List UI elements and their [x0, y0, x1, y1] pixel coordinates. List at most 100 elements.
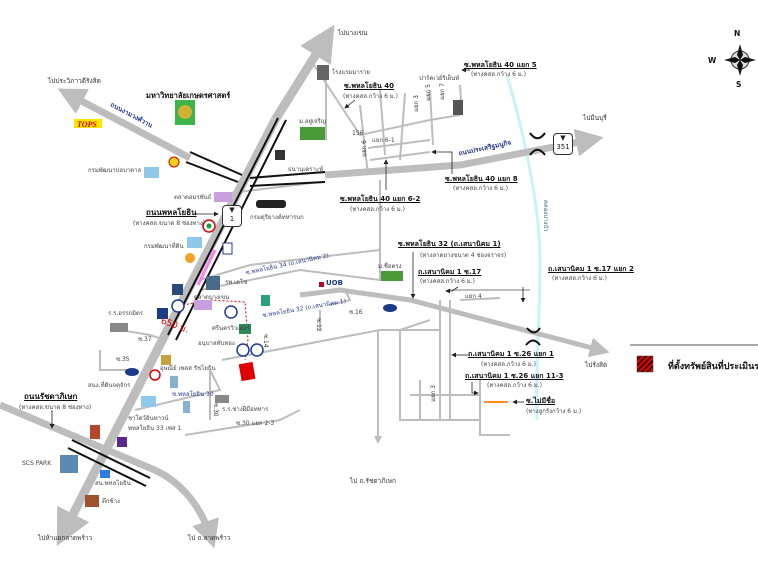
- ngamwongwan-road: [57, 88, 192, 162]
- highway-351-number: 351: [556, 143, 570, 151]
- soi40-8-note: (ทางคสล.กว้าง 6 ม.): [453, 185, 508, 192]
- legend-label: ที่ตั้งทรัพย์สินที่ประเมินราคา: [668, 362, 758, 372]
- place-amornphan: ตลาดอมรพันธ์: [174, 194, 212, 201]
- chateau-icon: [183, 401, 190, 413]
- compass-north: N: [734, 29, 741, 38]
- sn26-113-label: ถ.เสนานิคม 1 ซ.26 แยก 11-3: [465, 372, 564, 380]
- hotel-icon: [317, 65, 329, 80]
- hospital-icon: [206, 276, 220, 290]
- highway-1-number: 1: [229, 215, 235, 223]
- market2-icon: [194, 300, 212, 310]
- road-phahonyothin-note: (ทางคสล.ขนาด 8 ช่องทาง): [133, 220, 206, 227]
- direction-bangkhen: ไปบางเขน: [338, 29, 368, 37]
- sn17-2-note: (ทางคสล.กว้าง 6 ม.): [552, 275, 607, 282]
- senanikom1-road: [299, 287, 610, 358]
- place-ku: มหาวิทยาลัยเกษตรศาสตร์: [146, 91, 231, 100]
- yaek3b-label: แยก 3: [430, 385, 437, 402]
- place-yoocharoen: ม.อยู่เจริญ: [299, 118, 326, 125]
- canal-label: คลองบางบัว: [542, 200, 549, 232]
- roundabout-icon-4: [250, 343, 264, 357]
- soi30-label: ซ.พหลโยธิน 30: [172, 391, 214, 398]
- place-landdev: กรมพัฒนาที่ดิน: [144, 243, 184, 250]
- place-srinakorn: ศรีนครวิวเพอร์: [212, 325, 250, 332]
- highway-1-shield-icon: ▼1: [222, 205, 242, 227]
- ku-logo-icon: [175, 100, 195, 125]
- thananukroh-icon: [275, 150, 285, 160]
- direction-east: ไปรังสิต: [585, 361, 608, 369]
- school2-icon: [215, 395, 229, 403]
- bridge-icon: [525, 132, 546, 346]
- direction-minburi: ไปมีนบุรี: [583, 114, 607, 122]
- roundabout-icon-2: [224, 305, 238, 319]
- bay-icon: [157, 308, 168, 319]
- soi40-5-note: (ทางคสล.กว้าง 6 ม.): [471, 71, 526, 78]
- place-police: สน.พหลโยธิน: [95, 480, 131, 487]
- scb2-icon: [117, 437, 127, 447]
- landdev-icon: [187, 237, 202, 248]
- tops-logo-icon: TOPS: [74, 119, 102, 129]
- kbank-icon-2: [149, 369, 161, 381]
- compass-icon: [724, 44, 756, 76]
- roundabout-icon-3: [236, 343, 250, 357]
- yaek61-label: แยก 6-1: [372, 137, 395, 144]
- soi40-8-label: ซ.พหลโยธิน 40 แยก 8: [445, 175, 518, 183]
- highway-351-shield-icon: ▼351: [553, 133, 573, 155]
- place-groundwater: กรมพัฒนาปอบาดาล: [88, 167, 142, 174]
- school-icon: [110, 323, 128, 332]
- direction-ladprao: ไป ถ.ลาดพร้าว: [188, 534, 231, 542]
- srinakorn-icon: [239, 324, 251, 334]
- place-maraya: โรงแรมมาราย: [332, 69, 370, 76]
- noname-note: (ทางลูกรังกว้าง 6 ม.): [526, 408, 582, 415]
- yaek6-label: แยก 6: [361, 140, 368, 157]
- elephant-building-icon: [85, 495, 99, 507]
- phahonyothin-north: [271, 24, 335, 123]
- shell-icon: [168, 156, 180, 168]
- soi32-note: (ทางลาดยางขนาด 4 ช่องจราจร): [420, 252, 507, 259]
- ktb-icon: [172, 284, 183, 295]
- place-thananukroh: ธนานุเคราะห์: [288, 166, 324, 173]
- soi40-62-note: (ทางคสล.กว้าง 6 ม.): [350, 206, 405, 213]
- parkway-icon: [453, 100, 463, 115]
- soi40-note: (ทางคสล.กว้าง 6 ม.): [343, 93, 398, 100]
- noname-label: ซ.ไม่มีชื่อ: [526, 397, 556, 405]
- pointer-arrows: [49, 67, 526, 429]
- police-icon: [100, 470, 110, 478]
- phahonyothin-road: [56, 117, 280, 547]
- tank-icon: [256, 200, 286, 208]
- road-ratchada-label: ถนนรัชดาภิเษก: [24, 392, 78, 401]
- direction-5yaek: ไปห้าแยกลาดพร้าว: [38, 534, 93, 542]
- direction-ratchada: ไป ถ.รัชดาภิเษก: [350, 477, 396, 485]
- soi40-label: ซ.พหลโยธิน 40: [344, 82, 395, 90]
- major-icon: [90, 425, 100, 439]
- sn26-113-note: (ทางคสล.กว้าง 6 ม.): [487, 382, 542, 389]
- village-icon: [300, 127, 325, 140]
- soi40-5-label: ซ.พหลโยธิน 40 แยก 5: [464, 61, 537, 69]
- svg-text:TOPS: TOPS: [77, 120, 97, 129]
- place-decho: รพ.เดโช: [225, 279, 248, 286]
- pink-road-segment: [196, 249, 217, 286]
- s30-23-label: ซ.30 แยก 2-3: [236, 420, 275, 427]
- yaek7-label: แยก 7: [439, 83, 446, 100]
- yaek5-label: แยก 5: [425, 84, 432, 101]
- yaek4-label: แยก 4: [465, 293, 482, 300]
- legend-swatch: [636, 355, 654, 373]
- place-craft-school: ร.ร.ช่างฝีมือทหาร: [222, 406, 269, 413]
- place-elephant: ตึกช้าง: [102, 498, 120, 505]
- prasert-road: [324, 128, 604, 179]
- s35-label: ซ.35: [116, 356, 130, 363]
- uob-icon: [319, 282, 324, 287]
- landoffice-icon: [141, 396, 156, 407]
- bbl-icon: [222, 242, 233, 255]
- place-atthamit: ร.ร.อรรถมิตร: [108, 310, 144, 317]
- sn26-1-label: ถ.เสนานิคม 1 ซ.26 แยก 1: [468, 350, 554, 358]
- house-156-label: 156: [352, 130, 364, 137]
- place-uob: UOB: [326, 279, 343, 287]
- s12-label: ซ.12: [315, 318, 322, 332]
- place-chuetrong: ม.ชื่อตรง: [378, 263, 402, 270]
- roundabout-icon: [171, 299, 185, 313]
- s14-label: ซ.14: [262, 334, 269, 348]
- scb-icon: [185, 253, 195, 263]
- canal-bangbua: [505, 74, 542, 421]
